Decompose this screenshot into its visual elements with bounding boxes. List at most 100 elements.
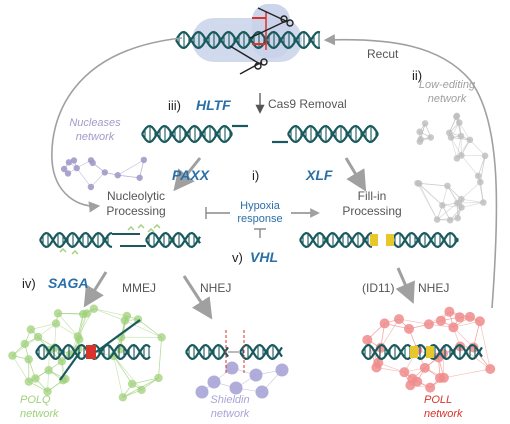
microhomology-segment bbox=[86, 345, 96, 359]
network-node bbox=[417, 135, 424, 143]
network-node bbox=[140, 156, 148, 164]
network-edge bbox=[12, 355, 30, 382]
nucleotide-fragment bbox=[153, 224, 161, 229]
network-node bbox=[435, 315, 446, 326]
low-editing-network-graph bbox=[414, 112, 489, 224]
fill-in-product-dna-icon bbox=[361, 343, 483, 361]
network-node bbox=[64, 170, 72, 177]
nhej-left-arrow bbox=[182, 275, 213, 320]
network-edge bbox=[117, 174, 140, 179]
network-edge bbox=[459, 122, 471, 141]
network-edge bbox=[77, 308, 95, 337]
network-edge bbox=[450, 137, 458, 159]
nhej-right-arrow bbox=[395, 267, 415, 304]
roman-ii-label: ii) bbox=[412, 68, 422, 83]
dna-strand bbox=[185, 343, 229, 361]
network-node bbox=[447, 134, 455, 141]
network-edge bbox=[398, 318, 429, 325]
fill-in-nucleotides bbox=[386, 234, 394, 246]
network-edge bbox=[477, 155, 486, 177]
hypoxia-inhibition-lines bbox=[205, 207, 320, 238]
dna-strand bbox=[287, 124, 379, 144]
network-node bbox=[427, 134, 435, 141]
recut-loop-arrow bbox=[323, 34, 498, 309]
network-node bbox=[157, 333, 166, 342]
network-edge bbox=[137, 319, 162, 338]
left-loop-arrow bbox=[51, 37, 183, 213]
network-node bbox=[474, 316, 485, 327]
network-node bbox=[127, 379, 137, 389]
network-node bbox=[480, 199, 487, 206]
network-node bbox=[454, 199, 461, 207]
network-node bbox=[399, 367, 410, 378]
nhej-right-label: NHEJ bbox=[418, 281, 449, 295]
paxx-arrow bbox=[173, 157, 202, 192]
roman-v-label: v) bbox=[232, 250, 243, 265]
network-edge bbox=[479, 321, 491, 370]
network-node bbox=[31, 374, 40, 383]
shieldin-network-graph bbox=[195, 361, 289, 399]
gene-hltf: HLTF bbox=[196, 97, 231, 113]
network-node bbox=[453, 112, 461, 120]
dna-strand bbox=[361, 343, 483, 361]
mmej-label: MMEJ bbox=[122, 281, 156, 295]
network-node bbox=[249, 368, 263, 382]
network-node bbox=[464, 311, 475, 322]
hypoxia-label-1: Hypoxia bbox=[240, 200, 281, 212]
network-node bbox=[421, 120, 429, 127]
flap-strand bbox=[95, 319, 141, 353]
network-node bbox=[474, 172, 482, 180]
fillin-label-1: Fill-in bbox=[358, 189, 387, 203]
network-node bbox=[457, 132, 465, 140]
roman-iii-label: iii) bbox=[168, 98, 181, 113]
dna-strand bbox=[361, 343, 483, 361]
nucleases-network-label-2: network bbox=[76, 131, 115, 143]
dna-strand bbox=[299, 231, 373, 249]
network-edge bbox=[57, 313, 79, 337]
network-node bbox=[73, 332, 82, 341]
network-node bbox=[73, 164, 80, 172]
fill-in-dna-icon bbox=[299, 231, 459, 249]
gene-vhl: VHL bbox=[250, 249, 278, 265]
network-node bbox=[82, 309, 91, 318]
resected-dna-icon bbox=[39, 224, 201, 255]
network-edge bbox=[380, 318, 400, 348]
network-edge bbox=[450, 137, 462, 156]
network-node bbox=[415, 180, 423, 187]
network-node bbox=[466, 136, 474, 144]
network-edge bbox=[158, 337, 162, 378]
dna-strand bbox=[145, 231, 201, 249]
network-node bbox=[43, 387, 52, 396]
scissors-icon bbox=[229, 7, 294, 75]
gene-paxx: PAXX bbox=[172, 167, 211, 183]
network-node bbox=[24, 355, 33, 364]
network-node bbox=[60, 165, 68, 173]
poll-network-label-2: network bbox=[424, 408, 463, 420]
dna-strand bbox=[239, 343, 283, 361]
network-node bbox=[481, 152, 489, 160]
xlf-arrow bbox=[344, 157, 367, 192]
network-edge bbox=[132, 377, 159, 385]
network-edge bbox=[113, 355, 142, 391]
network-node bbox=[454, 214, 462, 222]
dna-strand bbox=[39, 231, 113, 249]
dna-strand bbox=[239, 343, 283, 361]
network-node bbox=[362, 334, 373, 345]
dna-strand bbox=[185, 343, 229, 361]
network-edge bbox=[479, 182, 484, 203]
dna-strand bbox=[145, 231, 201, 249]
network-edge bbox=[469, 139, 486, 157]
network-node bbox=[407, 373, 418, 384]
network-node bbox=[26, 325, 36, 334]
network-node bbox=[419, 362, 430, 373]
network-edge bbox=[30, 323, 57, 330]
network-node bbox=[454, 312, 465, 323]
network-node bbox=[87, 183, 95, 191]
network-node bbox=[33, 332, 43, 342]
network-edge bbox=[443, 368, 491, 379]
network-node bbox=[51, 319, 61, 328]
polq-network-label-1: POLQ bbox=[20, 394, 51, 406]
network-node bbox=[65, 159, 73, 166]
network-node bbox=[229, 381, 243, 395]
network-node bbox=[154, 373, 163, 383]
